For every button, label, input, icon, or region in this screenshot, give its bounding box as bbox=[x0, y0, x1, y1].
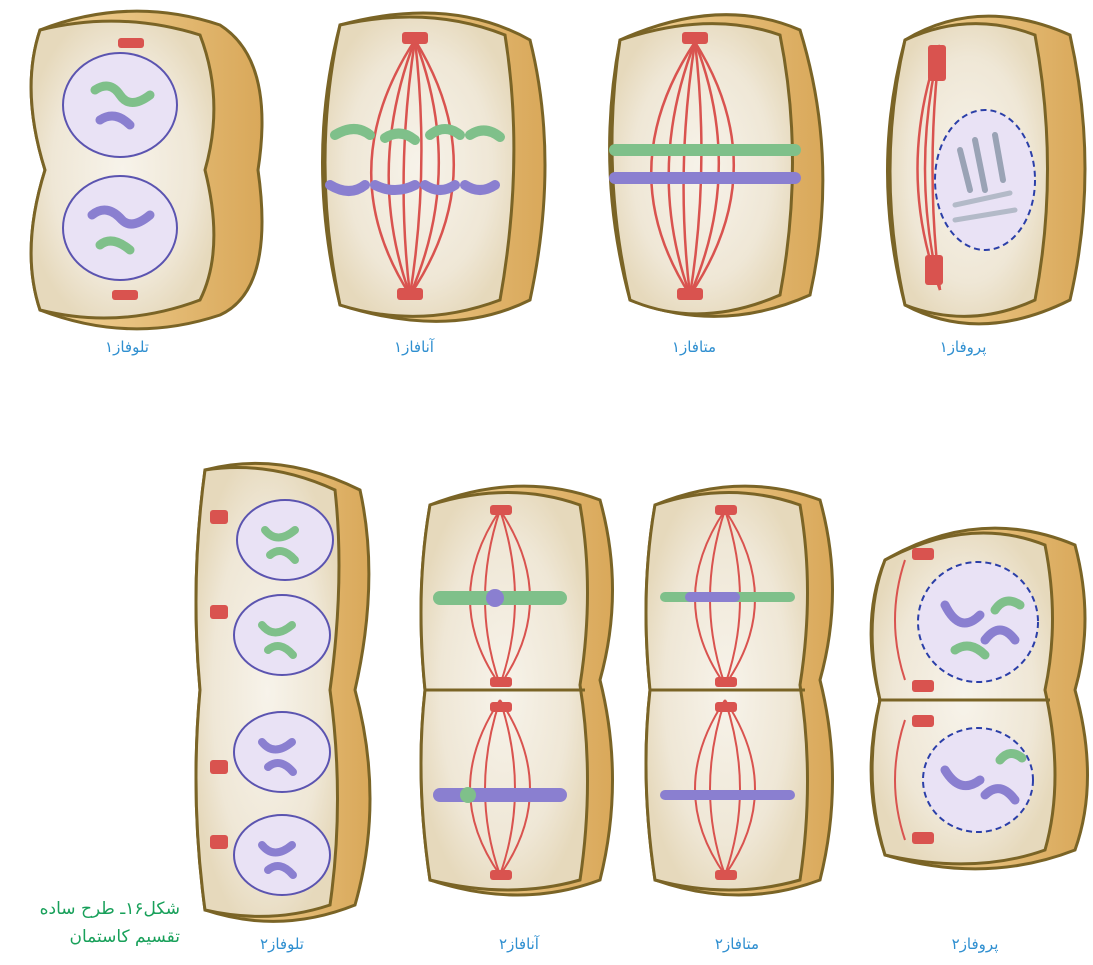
cell-telophase2 bbox=[196, 463, 370, 921]
cell-telophase1 bbox=[31, 11, 262, 329]
caption-line-1: شکل۱۶ـ طرح ساده bbox=[40, 899, 180, 919]
label-metaphase2: متافاز۲ bbox=[715, 935, 759, 953]
label-metaphase1: متافاز۱ bbox=[672, 338, 716, 356]
caption-line-2: تقسیم کاستمان bbox=[70, 927, 180, 947]
cell-metaphase2 bbox=[646, 486, 833, 895]
label-prophase2: پروفاز۲ bbox=[952, 935, 999, 953]
label-telophase2: تلوفاز۲ bbox=[260, 935, 304, 953]
figure-caption: شکل۱۶ـ طرح ساده تقسیم کاستمان bbox=[0, 895, 180, 965]
cell-prophase1 bbox=[888, 16, 1086, 324]
label-anaphase1: آنافاز۱ bbox=[394, 338, 434, 356]
label-prophase1: پروفاز۱ bbox=[940, 338, 987, 356]
cell-prophase2 bbox=[871, 528, 1087, 869]
cell-anaphase1 bbox=[323, 13, 546, 321]
label-telophase1: تلوفاز۱ bbox=[105, 338, 149, 356]
cell-anaphase2 bbox=[421, 486, 613, 895]
label-anaphase2: آنافاز۲ bbox=[499, 935, 539, 953]
cell-metaphase1 bbox=[610, 15, 823, 317]
